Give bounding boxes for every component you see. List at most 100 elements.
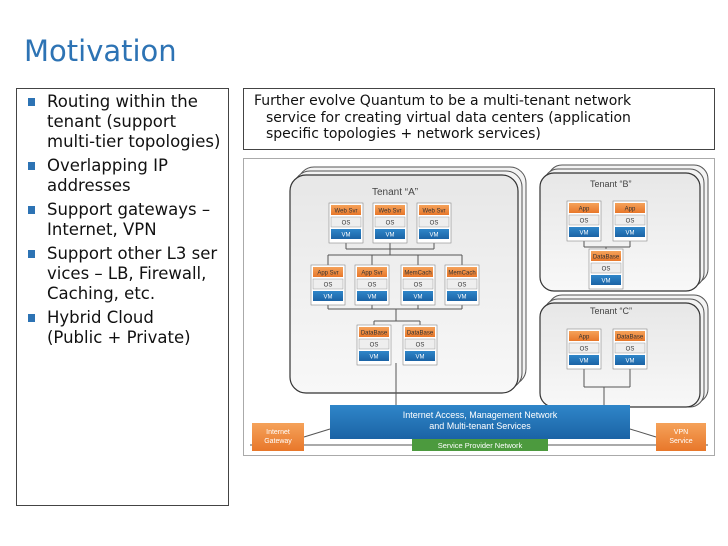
tenant-b-label: Tenant “B” <box>590 179 632 189</box>
vpn-service-box <box>656 423 706 451</box>
bullet-item: Overlapping IP addresses <box>27 156 197 196</box>
network-diagram: Tenant “A” Tenant “B” Tenant “C” Web Svr… <box>243 158 715 456</box>
app-box <box>591 251 621 261</box>
app-box <box>375 205 405 215</box>
app-label: Web Svr <box>335 209 358 215</box>
app-label: App <box>579 207 590 213</box>
service-provider-bar <box>412 439 548 451</box>
app-box <box>405 327 435 337</box>
vm-box <box>591 275 621 285</box>
os-label: OS <box>414 283 423 289</box>
vm-label: VM <box>580 359 589 365</box>
bullet-text: Support gateways – Internet, VPN <box>47 200 211 239</box>
os-box <box>568 214 600 226</box>
os-box <box>614 214 646 226</box>
os-label: OS <box>324 283 333 289</box>
app-box <box>569 203 599 213</box>
os-label: OS <box>626 347 635 353</box>
os-box <box>568 342 600 354</box>
vm-box <box>615 227 645 237</box>
app-label: DataBase <box>407 331 434 337</box>
vm-box <box>615 355 645 365</box>
app-box <box>403 267 433 277</box>
vm-box <box>569 227 599 237</box>
vm-label: VM <box>626 359 635 365</box>
vm-box <box>447 291 477 301</box>
app-label: MemCach <box>448 271 475 277</box>
app-box <box>615 331 645 341</box>
os-label: OS <box>626 219 635 225</box>
slide-title: Motivation <box>24 34 177 68</box>
vm-box <box>375 229 405 239</box>
app-box <box>331 205 361 215</box>
os-box <box>356 278 388 290</box>
app-label: DataBase <box>617 335 644 341</box>
os-label: OS <box>458 283 467 289</box>
service-provider-label: Service Provider Network <box>438 441 523 450</box>
bullet-item: Support other L3 services – LB, Firewall… <box>27 244 221 304</box>
app-box <box>359 327 389 337</box>
bullet-marker-icon <box>28 250 35 258</box>
vm-label: VM <box>370 355 379 361</box>
internet-bar-line1: Internet Access, Management Network <box>403 410 558 420</box>
internet-access-bar <box>330 405 630 439</box>
vpn-service-line2: Service <box>669 438 692 445</box>
vm-label: VM <box>386 233 395 239</box>
description-text: Further evolve Quantum to be a multi-ten… <box>254 93 706 143</box>
vm-label: VM <box>430 233 439 239</box>
os-box <box>312 278 344 290</box>
vm-label: VM <box>368 295 377 301</box>
os-box <box>374 216 406 228</box>
vpn-service-line1: VPN <box>674 429 688 436</box>
app-label: App Svr <box>317 271 338 277</box>
bullet-marker-icon <box>28 98 35 106</box>
network-diagram-svg: Tenant “A” Tenant “B” Tenant “C” Web Svr… <box>250 164 709 451</box>
description-line: specific topologies + network services) <box>266 126 541 142</box>
os-box <box>404 338 436 350</box>
vm-label: VM <box>626 231 635 237</box>
bullet-item: Hybrid Cloud (Public + Private) <box>27 308 207 348</box>
bullet-panel: Routing within the tenant (support multi… <box>16 88 229 506</box>
internet-gateway-line1: Internet <box>266 429 290 436</box>
vm-box <box>405 351 435 361</box>
os-label: OS <box>370 343 379 349</box>
os-label: OS <box>386 221 395 227</box>
internet-gateway-line2: Gateway <box>264 438 292 445</box>
link-line <box>303 428 331 438</box>
vm-box <box>419 229 449 239</box>
vm-box <box>359 351 389 361</box>
app-box <box>419 205 449 215</box>
bullet-marker-icon <box>28 206 35 214</box>
description-line: service for creating virtual data center… <box>266 109 631 126</box>
app-label: App <box>579 335 590 341</box>
os-box <box>446 278 478 290</box>
os-label: OS <box>342 221 351 227</box>
bullet-marker-icon <box>28 162 35 170</box>
tenant-a-label: Tenant “A” <box>372 187 418 198</box>
bullet-text: Overlapping IP addresses <box>47 156 168 195</box>
description-box: Further evolve Quantum to be a multi-ten… <box>243 88 715 150</box>
bullet-text: Support other L3 services – LB, Firewall… <box>47 244 218 303</box>
os-box <box>418 216 450 228</box>
vm-label: VM <box>324 295 333 301</box>
connection-lines <box>303 241 657 438</box>
app-box <box>615 203 645 213</box>
vm-box <box>331 229 361 239</box>
vm-label: VM <box>342 233 351 239</box>
app-label: Web Svr <box>379 209 402 215</box>
app-box <box>447 267 477 277</box>
app-label: DataBase <box>593 255 620 261</box>
app-label: App <box>625 207 636 213</box>
